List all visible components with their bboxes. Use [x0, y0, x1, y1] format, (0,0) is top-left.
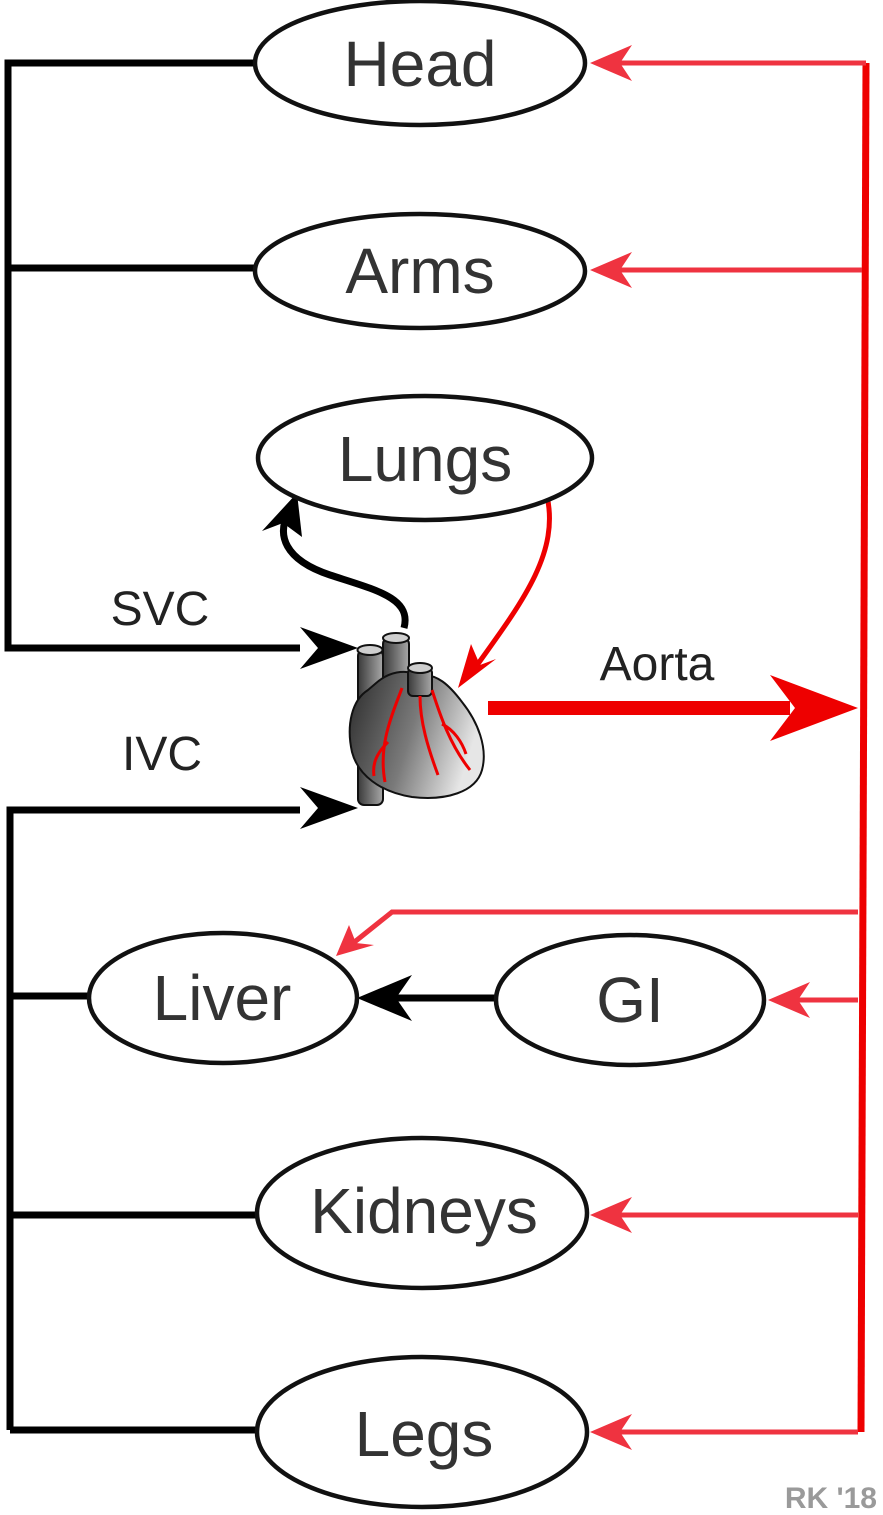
lower-venous-path — [6, 806, 300, 1430]
heart-icon — [348, 632, 485, 806]
legs-node — [254, 1354, 590, 1510]
lungs-arrow-icon — [262, 493, 302, 537]
coronary-artery-4 — [441, 722, 468, 755]
pulmonary-artery-path — [280, 508, 409, 629]
gi-label: GI — [596, 964, 664, 1036]
gi-to-liver-arrow-icon — [357, 975, 412, 1021]
signature-text: RK '18 — [785, 1482, 877, 1515]
organ-nodes — [86, 0, 767, 1510]
organ-labels: Head Arms Lungs Liver GI Kidneys Legs — [153, 28, 664, 1470]
coronary-arteries — [372, 687, 472, 783]
gi-arrow-icon — [768, 982, 810, 1018]
coronary-artery-1 — [381, 687, 404, 783]
aorta-label: Aorta — [600, 638, 715, 691]
venous-arrowheads — [262, 493, 412, 1021]
kidneys-arrow-icon — [590, 1197, 632, 1233]
gi-node — [493, 932, 767, 1068]
aorta-arrow-icon — [770, 675, 858, 741]
venous-return-lines — [4, 59, 497, 1434]
coronary-artery-5 — [418, 695, 440, 776]
arms-arrow-icon — [590, 252, 632, 288]
coronary-artery-3 — [430, 689, 472, 771]
vena-cava-top — [356, 644, 384, 656]
svc-arrow-icon — [300, 627, 358, 669]
legs-arrow-icon — [590, 1414, 632, 1450]
svc-label: SVC — [111, 583, 210, 636]
head-label: Head — [344, 28, 497, 100]
arterial-arrowheads — [336, 45, 858, 1450]
liver-arrow-icon — [336, 925, 374, 956]
kidneys-node — [254, 1135, 590, 1291]
arms-node — [252, 211, 588, 331]
kidneys-label: Kidneys — [310, 1175, 538, 1247]
main-aorta-trunk — [857, 62, 870, 1433]
liver-artery-path — [350, 909, 858, 946]
arms-label: Arms — [345, 235, 494, 307]
vessel-labels: SVC IVC Aorta — [111, 583, 715, 781]
coronary-artery-2 — [372, 740, 390, 777]
lungs-label: Lungs — [338, 423, 512, 495]
legs-label: Legs — [355, 1398, 494, 1470]
head-node — [252, 0, 588, 128]
arterial-supply-lines — [350, 60, 870, 1435]
liver-node — [86, 930, 360, 1066]
pulmonary-vein-path — [467, 495, 552, 677]
pulmonary-trunk-top — [407, 662, 433, 674]
head-arrow-icon — [590, 45, 632, 81]
lungs-node — [255, 393, 595, 523]
pulmonary-vein-arrow-icon — [458, 644, 496, 688]
upper-venous-path — [4, 59, 300, 652]
ivc-label: IVC — [122, 728, 202, 781]
liver-label: Liver — [153, 962, 292, 1034]
aortic-arch-top — [382, 632, 410, 644]
ivc-arrow-icon — [300, 787, 358, 829]
